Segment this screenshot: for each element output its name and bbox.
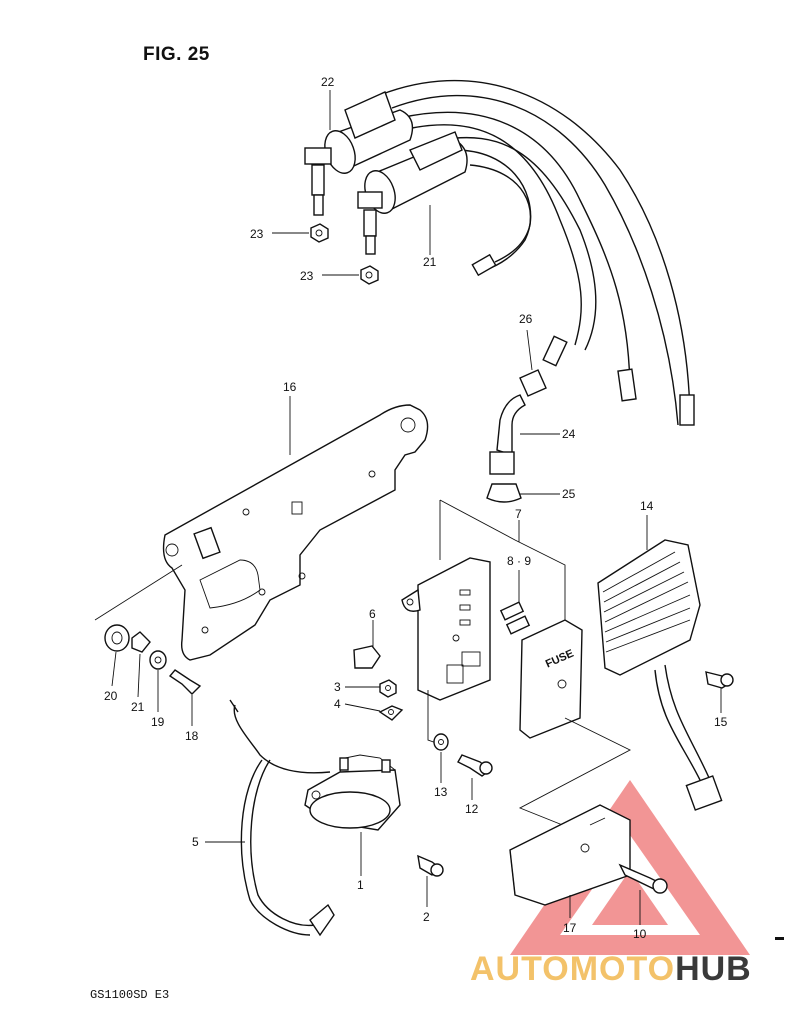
callout-6: 6 xyxy=(369,607,376,621)
brand-part-hub: HUB xyxy=(675,950,752,988)
callout-18: 19 xyxy=(151,715,165,729)
callout-4: 4 xyxy=(334,697,341,711)
callout-12: 13 xyxy=(434,785,448,799)
callout-2: 2 xyxy=(423,910,430,924)
edge-mark xyxy=(775,937,784,940)
callout-3: 3 xyxy=(334,680,341,694)
callout-14: 15 xyxy=(714,715,728,729)
mount-hardware-17-20 xyxy=(94,564,202,695)
callout-13: 14 xyxy=(640,499,654,513)
fuse-box-7: FUSE xyxy=(401,499,631,841)
callout-1: 1 xyxy=(357,878,364,892)
callout-25: 25 xyxy=(562,487,576,501)
callout-7: 7 xyxy=(515,507,522,521)
regulator-rectifier-13 xyxy=(597,539,734,811)
callout-labels: 22 23 23 21 26 24 25 16 7 8 · 9 14 15 6 … xyxy=(104,75,728,941)
callout-23-upper: 23 xyxy=(250,227,264,241)
leader-lines xyxy=(111,90,722,925)
watermark-brand: AUTOMOTOHUB xyxy=(470,950,752,989)
callout-10: 10 xyxy=(633,927,647,941)
callout-21: 21 xyxy=(423,255,437,269)
callout-8-9: 8 · 9 xyxy=(507,554,531,568)
starter-relay-1 xyxy=(229,645,444,937)
callout-5: 5 xyxy=(192,835,199,849)
callout-17: 18 xyxy=(185,729,199,743)
callout-15: 16 xyxy=(283,380,297,394)
brand-part-automoto: AUTOMOTO xyxy=(470,950,676,988)
bracket-15 xyxy=(162,404,429,661)
callout-11: 12 xyxy=(465,802,479,816)
callout-23-lower: 23 xyxy=(300,269,314,283)
callout-22: 22 xyxy=(321,75,335,89)
figure-title: FIG. 25 xyxy=(143,44,210,65)
screw-11-washer-12 xyxy=(433,733,493,777)
model-code: GS1100SD E3 xyxy=(90,988,170,1002)
ignition-coil-assembly xyxy=(304,79,695,503)
callout-19: 20 xyxy=(104,689,118,703)
callout-20: 21 xyxy=(131,700,145,714)
callout-16: 17 xyxy=(563,921,577,935)
relay-cover-16 xyxy=(509,804,668,906)
callout-24: 24 xyxy=(562,427,576,441)
callout-26: 26 xyxy=(519,312,533,326)
